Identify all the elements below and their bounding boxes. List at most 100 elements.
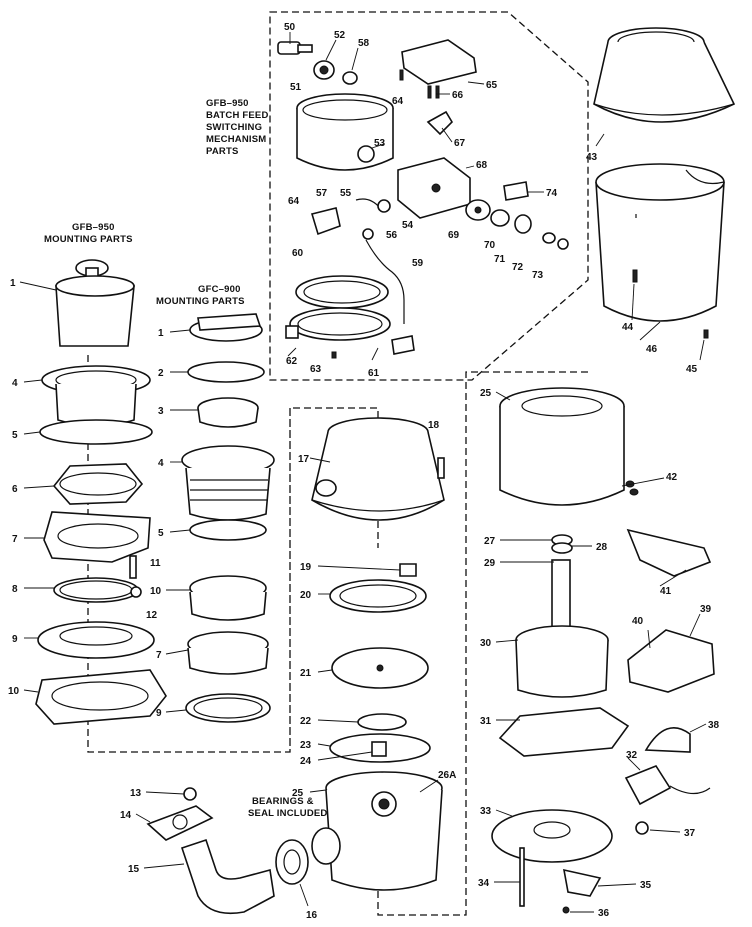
part-67-actuator bbox=[426, 110, 454, 136]
part-57-switch bbox=[310, 207, 341, 236]
part-31-shield bbox=[498, 707, 630, 757]
gfc-mounting-parts bbox=[181, 313, 275, 723]
part-54-connector bbox=[377, 199, 391, 213]
motor-parts bbox=[491, 387, 715, 914]
callout-25: 25 bbox=[292, 788, 304, 799]
lower-housing-outline bbox=[377, 371, 590, 916]
part-1-stopper bbox=[55, 259, 135, 347]
callout-45: 45 bbox=[686, 364, 698, 375]
callout-26A: 26A bbox=[438, 770, 456, 781]
callout-18: 18 bbox=[428, 420, 440, 431]
part-3-flange-ring bbox=[197, 397, 259, 428]
callout-33: 33 bbox=[480, 806, 492, 817]
callout-labels: 50 52 58 51 64 66 65 53 67 68 74 64 57 5… bbox=[8, 22, 720, 921]
callout-37: 37 bbox=[684, 828, 696, 839]
callout-34: 34 bbox=[478, 878, 490, 889]
part-53-switch-cup bbox=[296, 93, 394, 171]
callout-7: 7 bbox=[12, 534, 18, 545]
part-9b-gasket bbox=[185, 693, 271, 723]
part-74-clip bbox=[503, 181, 529, 201]
callout-66: 66 bbox=[452, 90, 464, 101]
callout-11: 11 bbox=[150, 558, 161, 569]
part-71-bushing bbox=[514, 214, 532, 234]
part-10b-mounting-ring bbox=[189, 575, 267, 621]
part-30-rotor bbox=[515, 559, 609, 698]
callout-15: 15 bbox=[128, 864, 140, 875]
gfb-mounting-parts bbox=[35, 259, 167, 725]
part-33-end-bell bbox=[491, 809, 613, 863]
callout-7b: 7 bbox=[156, 650, 162, 661]
part-25b-stator bbox=[499, 387, 625, 506]
callout-73: 73 bbox=[532, 270, 544, 281]
callout-62: 62 bbox=[286, 356, 298, 367]
callout-13: 13 bbox=[130, 788, 142, 799]
callout-63: 63 bbox=[310, 364, 322, 375]
svg-text:MOUNTING PARTS: MOUNTING PARTS bbox=[44, 234, 133, 245]
callout-65: 65 bbox=[486, 80, 498, 91]
batch-feed-parts bbox=[277, 39, 569, 359]
part-10-gasket-plate bbox=[35, 669, 167, 725]
part-18-bolt bbox=[437, 457, 445, 479]
part-52-knob bbox=[313, 60, 335, 80]
part-16-coupling bbox=[275, 839, 309, 885]
callout-1b: 1 bbox=[158, 328, 164, 339]
callout-9b: 9 bbox=[156, 708, 162, 719]
part-59-conduit bbox=[365, 239, 405, 324]
callout-64: 64 bbox=[392, 96, 404, 107]
callout-4: 4 bbox=[12, 378, 18, 389]
callout-22: 22 bbox=[300, 716, 312, 727]
callout-27: 27 bbox=[484, 536, 496, 547]
svg-text:PARTS: PARTS bbox=[206, 146, 239, 157]
section-header-gfc-mounting: GFC–900 MOUNTING PARTS bbox=[156, 284, 244, 307]
svg-text:SWITCHING: SWITCHING bbox=[206, 122, 262, 133]
part-55-wire bbox=[355, 198, 381, 209]
callout-38: 38 bbox=[708, 720, 720, 731]
section-header-batch-feed: GFB–950 BATCH FEED SWITCHING MECHANISM P… bbox=[206, 98, 268, 157]
callout-5: 5 bbox=[12, 430, 18, 441]
callout-71: 71 bbox=[494, 254, 506, 265]
callout-54: 54 bbox=[402, 220, 414, 231]
part-73-nut bbox=[557, 238, 569, 250]
callout-44: 44 bbox=[622, 322, 634, 333]
part-62-bracket bbox=[285, 325, 299, 339]
part-61-clamp-ring bbox=[289, 307, 391, 341]
bearings-note: BEARINGS & SEAL INCLUDED bbox=[248, 796, 328, 819]
callout-32: 32 bbox=[626, 750, 638, 761]
callout-53: 53 bbox=[374, 138, 386, 149]
callout-58: 58 bbox=[358, 38, 370, 49]
callout-40: 40 bbox=[632, 616, 644, 627]
callout-24: 24 bbox=[300, 756, 312, 767]
grinder-parts bbox=[146, 417, 445, 915]
callout-30: 30 bbox=[480, 638, 492, 649]
callout-41: 41 bbox=[660, 586, 672, 597]
part-15-discharge-tube bbox=[180, 838, 275, 915]
callout-8: 8 bbox=[12, 584, 18, 595]
svg-text:BEARINGS &: BEARINGS & bbox=[252, 796, 314, 807]
callout-46: 46 bbox=[646, 344, 658, 355]
part-42-screws bbox=[625, 480, 639, 496]
callout-25b: 25 bbox=[480, 388, 492, 399]
part-5b-gasket bbox=[189, 519, 267, 541]
callout-5b: 5 bbox=[158, 528, 164, 539]
part-12-nut bbox=[130, 586, 142, 598]
callout-39: 39 bbox=[700, 604, 712, 615]
part-38-cap bbox=[644, 727, 691, 753]
part-9-mounting-ring bbox=[37, 621, 155, 659]
callout-9: 9 bbox=[12, 634, 18, 645]
callout-59: 59 bbox=[412, 258, 424, 269]
part-32-capacitor bbox=[624, 765, 711, 806]
part-37-washer bbox=[635, 821, 649, 835]
part-70-washer bbox=[490, 209, 510, 227]
part-17-upper-housing bbox=[311, 417, 445, 521]
callout-72: 72 bbox=[512, 262, 524, 273]
svg-text:SEAL INCLUDED: SEAL INCLUDED bbox=[248, 808, 328, 819]
part-5-gasket bbox=[39, 419, 153, 445]
callout-2: 2 bbox=[158, 368, 164, 379]
part-1b-stopper bbox=[189, 313, 263, 342]
part-46-hopper-body bbox=[595, 163, 725, 322]
part-66-screw bbox=[427, 85, 432, 99]
hopper-parts bbox=[593, 27, 736, 339]
part-7b-ring bbox=[187, 631, 269, 675]
svg-text:MECHANISM: MECHANISM bbox=[206, 134, 266, 145]
callout-51: 51 bbox=[290, 82, 302, 93]
